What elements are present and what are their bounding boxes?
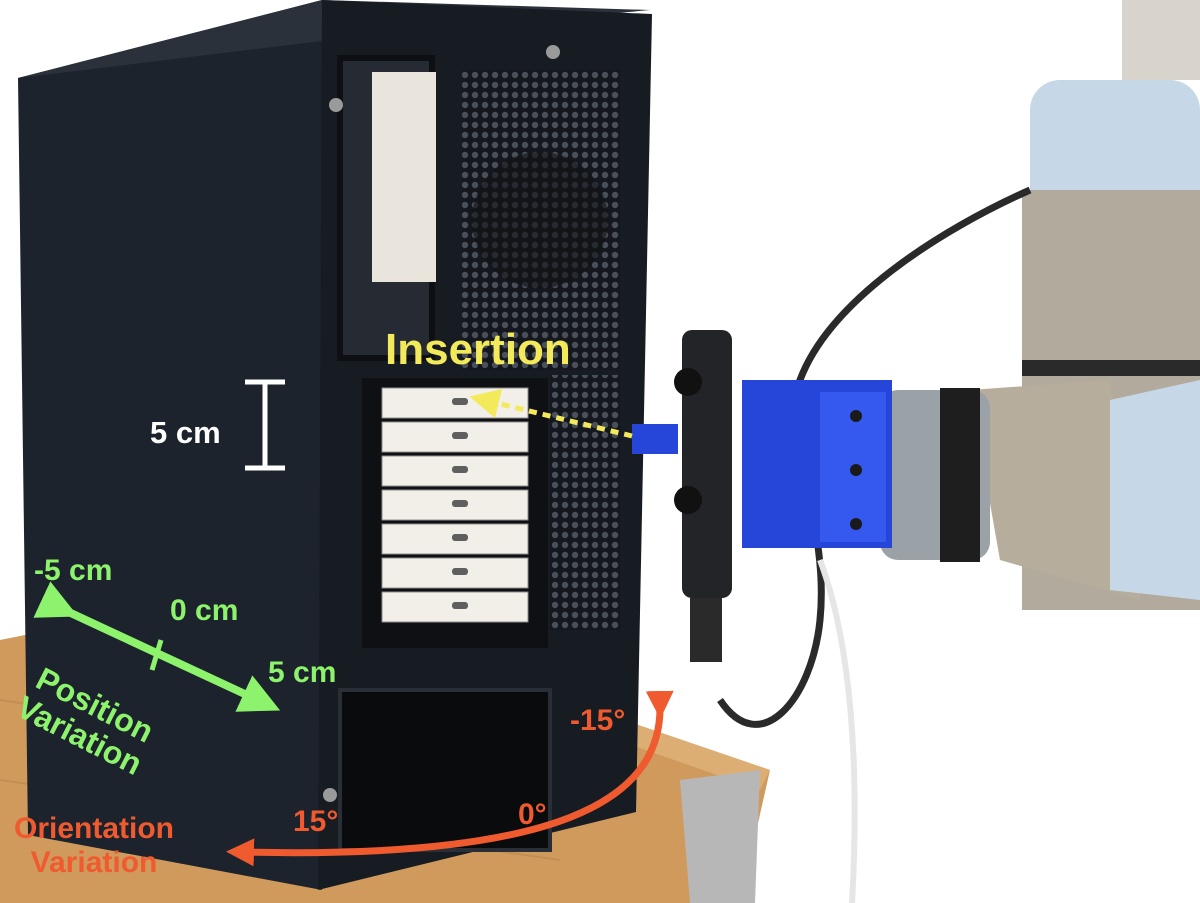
stereo-camera (674, 330, 732, 662)
orientation-zero-label: 0° (518, 798, 547, 831)
position-minus-label: -5 cm (34, 554, 113, 587)
orientation-variation-title: Orientation Variation (14, 812, 174, 879)
orientation-title-line1: Orientation (14, 812, 175, 845)
pcie-slot-cards (381, 387, 529, 623)
dimension-bracket (245, 379, 285, 471)
position-zero-label: 0 cm (170, 594, 239, 627)
insertion-label: Insertion (385, 325, 571, 374)
position-arrow (33, 581, 281, 712)
orientation-arrow (226, 690, 674, 867)
height-dimension-label: 5 cm (150, 415, 221, 450)
orientation-minus-label: -15° (570, 704, 626, 737)
blue-gripper (632, 380, 892, 548)
robot-arm (880, 0, 1200, 610)
orientation-plus-label: 15° (293, 805, 339, 838)
insertion-arrow (469, 388, 633, 439)
orientation-title-line2: Variation (30, 845, 158, 879)
position-plus-label: 5 cm (268, 656, 337, 689)
